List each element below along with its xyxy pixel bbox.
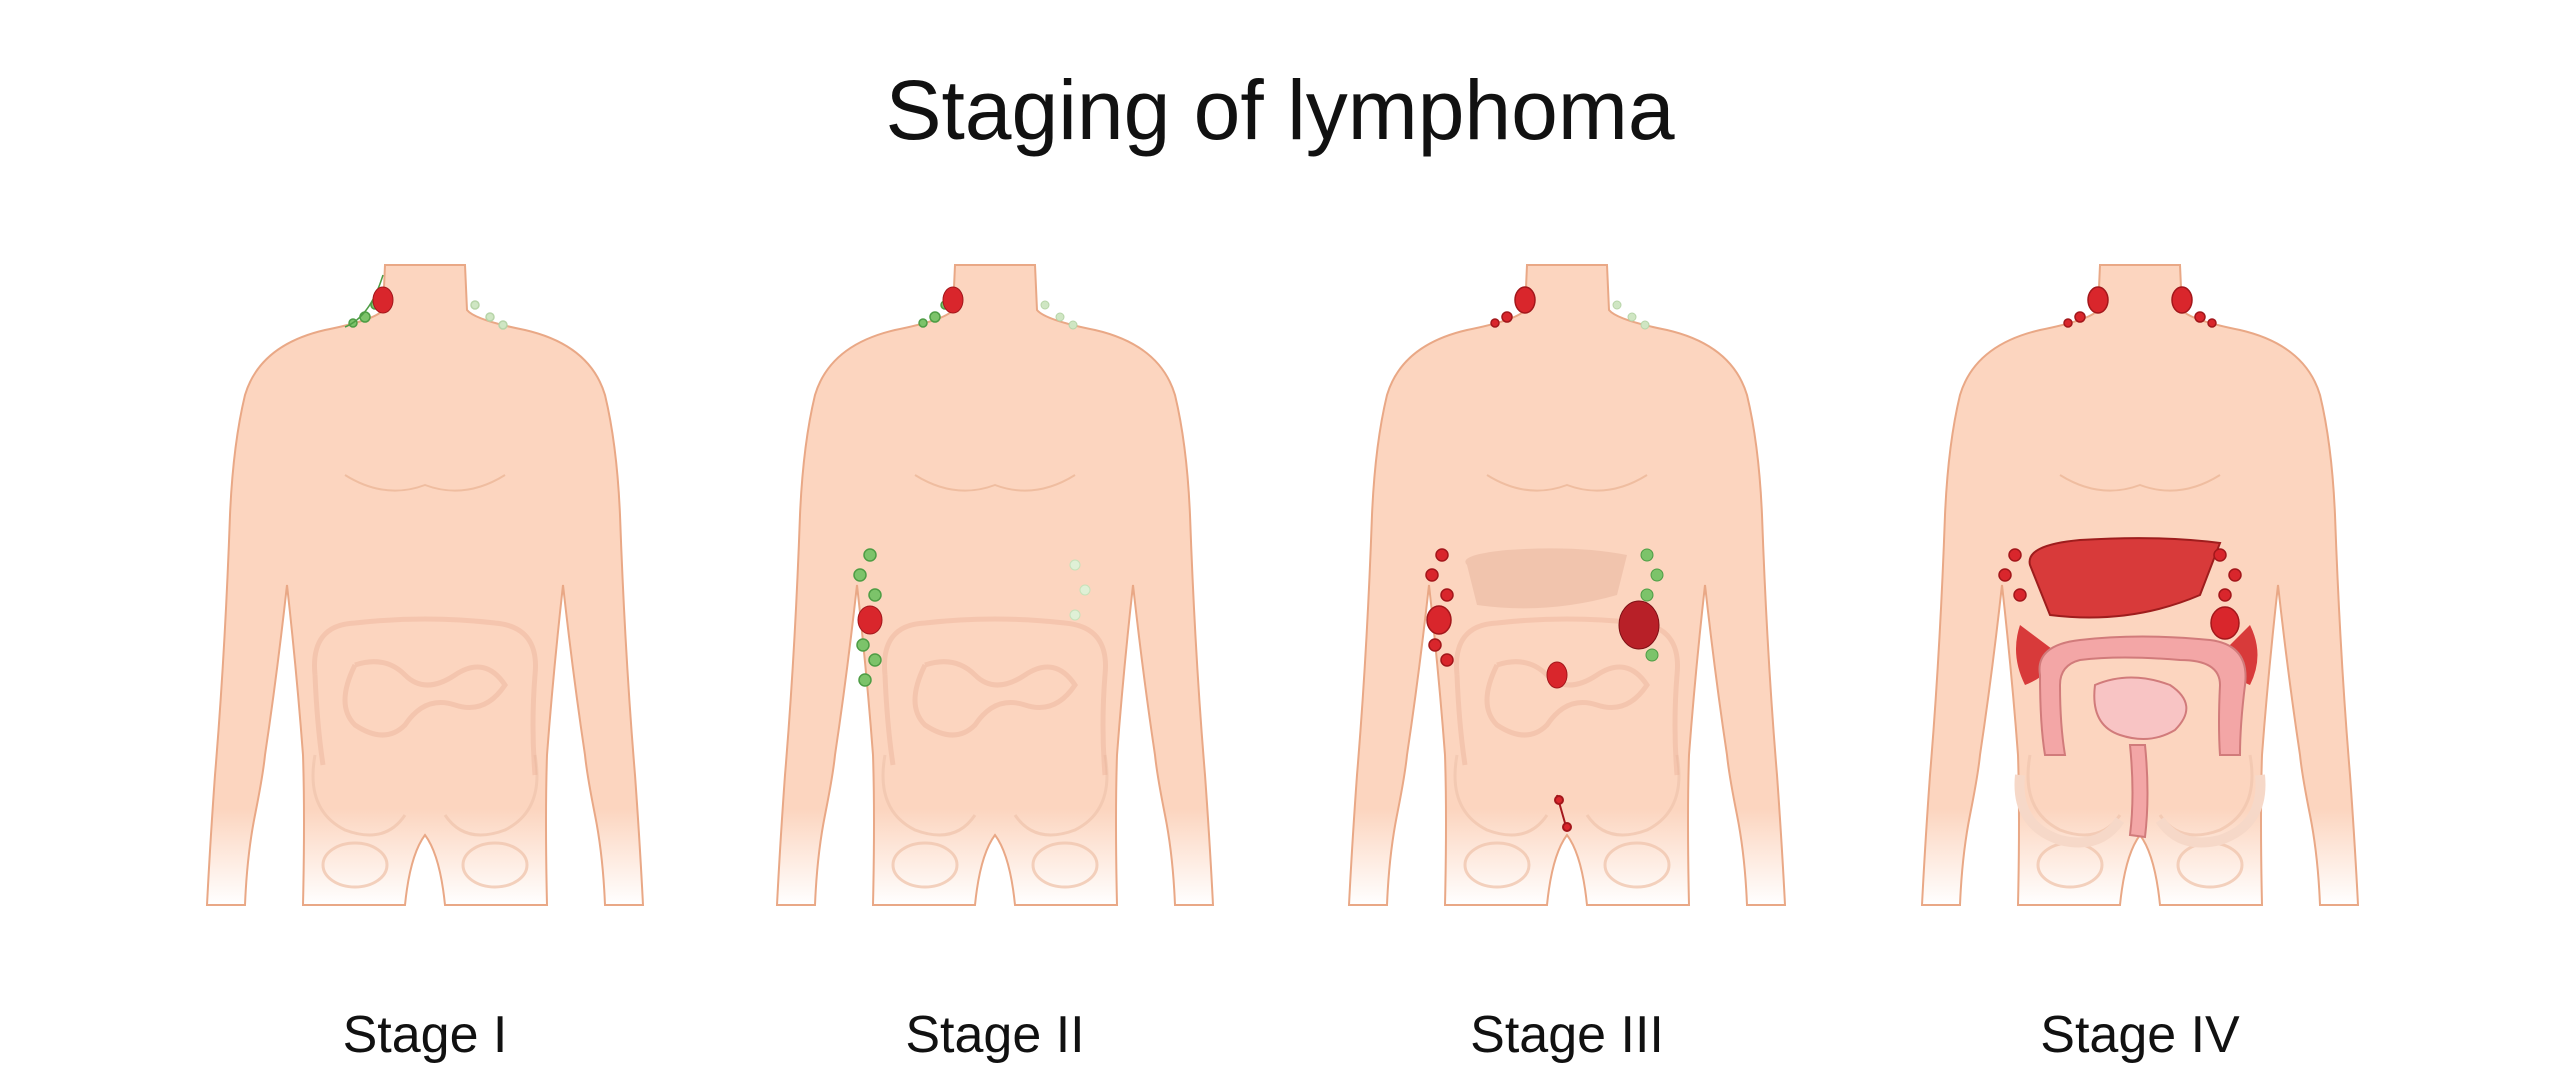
stage-4-figure	[1920, 255, 2360, 945]
affected-node-center	[1546, 661, 1568, 689]
neck-lymph-nodes-left	[2063, 286, 2109, 328]
body-illustration	[775, 263, 1215, 907]
stage-label-4: Stage IV	[2040, 1006, 2240, 1064]
page-title: Staging of lymphoma	[885, 63, 1675, 157]
stage-2-figure	[775, 255, 1215, 945]
stage-label-3: Stage III	[1470, 1006, 1664, 1064]
affected-node	[372, 286, 394, 314]
abdominal-lymph-nodes-right	[1640, 548, 1664, 662]
body-illustration	[205, 263, 645, 907]
intestines	[2038, 635, 2247, 839]
body-illustration	[1920, 263, 2360, 907]
abdominal-lymph-nodes	[1998, 548, 2242, 640]
kidney-left-affected	[2016, 625, 2060, 685]
stage-label-1: Stage I	[342, 1006, 508, 1064]
neck-lymph-nodes-right	[2171, 286, 2217, 328]
groin-lymph-nodes	[1554, 794, 1572, 832]
stage-3-figure	[1347, 255, 1787, 945]
neck-lymph-nodes-right	[1612, 300, 1650, 330]
stage-1-figure	[205, 255, 645, 945]
spleen-affected	[1618, 600, 1660, 650]
neck-lymph-nodes-left	[1490, 286, 1536, 328]
abdominal-lymph-nodes-right	[1069, 559, 1091, 621]
pelvis-bones	[2014, 774, 2266, 848]
neck-lymph-nodes-right	[1040, 300, 1078, 330]
liver-faint	[1465, 548, 1627, 609]
affected-node-neck	[942, 286, 964, 314]
affected-node-abdomen	[857, 605, 883, 635]
liver-affected	[2028, 537, 2222, 619]
body-illustration	[1347, 263, 1787, 907]
stage-label-2: Stage II	[905, 1006, 1085, 1064]
abdominal-lymph-nodes-left	[853, 548, 882, 687]
neck-lymph-nodes-right	[470, 300, 508, 330]
abdominal-lymph-nodes-left	[1425, 548, 1454, 667]
